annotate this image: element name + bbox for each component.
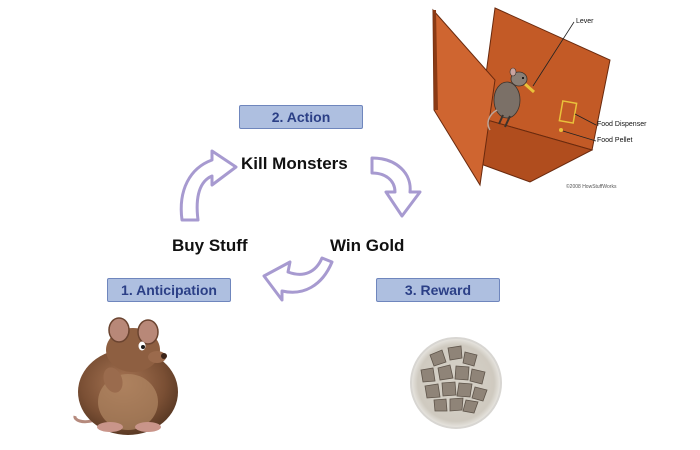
arrow-win-to-buy: [262, 256, 334, 302]
arrow-buy-to-kill: [179, 149, 238, 222]
food-pellet-label: Food Pellet: [597, 137, 633, 144]
phase-reward-label: 3. Reward: [404, 282, 472, 298]
lever-callout: [532, 21, 575, 87]
cartoon-rat: [73, 317, 178, 435]
food-bowl: [410, 337, 502, 429]
dispenser-callout: [574, 113, 597, 126]
phase-anticipation-box: 1. Anticipation: [107, 278, 231, 302]
step-win-gold: Win Gold: [330, 236, 405, 255]
phase-action-box: 2. Action: [239, 105, 363, 129]
food-dispenser: [558, 100, 578, 124]
phase-action-label: 2. Action: [271, 109, 331, 125]
lever: [524, 82, 535, 94]
pellet-callout: [562, 130, 597, 142]
lever-label: Lever: [576, 18, 594, 25]
cycle-arrows: [179, 149, 422, 302]
arrow-kill-to-win: [370, 156, 422, 218]
phase-reward-box: 3. Reward: [376, 278, 500, 302]
skinner-box-illustration: [432, 7, 611, 187]
rat-in-box: [487, 67, 528, 131]
step-buy-stuff: Buy Stuff: [172, 236, 248, 255]
food-pellet: [559, 128, 563, 132]
phase-anticipation-label: 1. Anticipation: [121, 282, 217, 298]
step-kill-monsters: Kill Monsters: [241, 154, 348, 173]
box-side-wall-edge: [433, 10, 438, 110]
food-dispenser-label: Food Dispenser: [597, 121, 647, 128]
box-side-wall: [432, 8, 496, 187]
copyright-label: ©2008 HowStuffWorks: [566, 184, 617, 190]
